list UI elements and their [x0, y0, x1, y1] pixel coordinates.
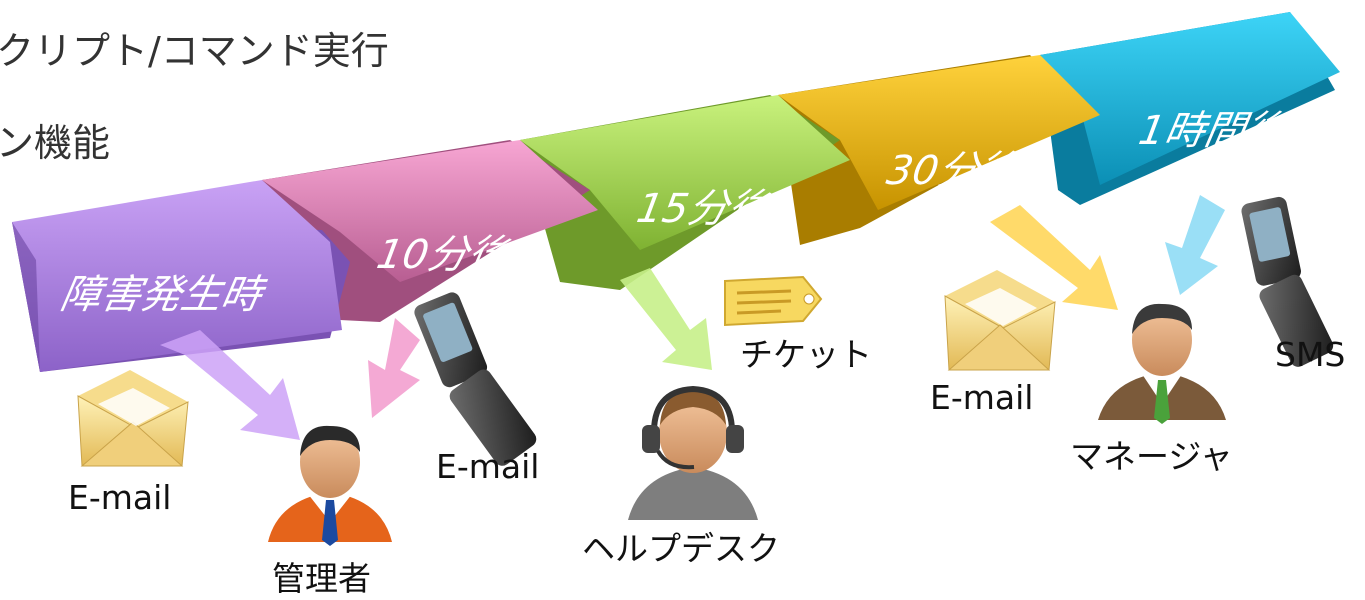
channel-label-sms: SMS	[1275, 335, 1346, 374]
stage-chevron-3	[520, 95, 850, 290]
helpdesk-person-icon	[628, 385, 758, 520]
stage-label-5: 1時間後	[1135, 108, 1289, 154]
flip-phone-icon	[1241, 196, 1334, 367]
channel-label-email-2: E-mail	[436, 447, 540, 486]
stage-label-4: 30分後	[883, 148, 1023, 194]
channel-label-email-3: E-mail	[930, 378, 1034, 417]
recipient-label-manager: マネージャ	[1070, 437, 1233, 476]
recipient-label-admin: 管理者	[272, 559, 371, 598]
arrow-cyan	[1165, 195, 1225, 295]
stage-label-1: 障害発生時	[57, 272, 266, 318]
arrow-purple	[160, 330, 300, 440]
admin-person-icon	[268, 425, 392, 546]
stage-label-3: 15分後	[633, 186, 773, 232]
arrow-pink	[368, 318, 420, 418]
arrow-green	[620, 268, 712, 370]
manager-person-icon	[1098, 303, 1226, 424]
stage-label-2: 10分後	[373, 232, 513, 278]
ticket-icon	[724, 275, 823, 327]
flip-phone-icon	[414, 292, 537, 466]
stage-chevron-5	[1040, 12, 1340, 205]
envelope-icon	[77, 370, 189, 467]
channel-label-email-1: E-mail	[68, 478, 172, 517]
bullet-line-2: ン機能	[0, 121, 111, 165]
stage-chevron-1	[12, 180, 350, 372]
envelope-icon	[944, 270, 1056, 371]
recipient-label-helpdesk: ヘルプデスク	[582, 529, 780, 568]
stage-chevron-4	[778, 55, 1100, 245]
arrow-gold	[990, 205, 1118, 310]
channel-label-ticket: チケット	[740, 335, 872, 374]
bullet-line-1: クリプト/コマンド実行	[0, 29, 389, 73]
